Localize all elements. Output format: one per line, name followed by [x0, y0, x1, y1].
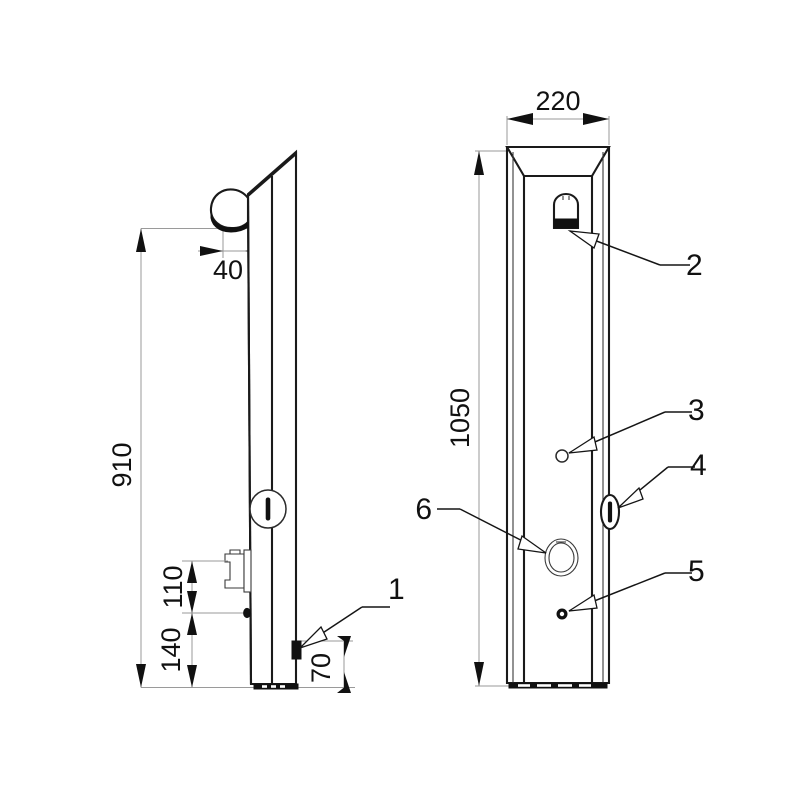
- base-tab: [291, 640, 302, 660]
- front-face-marker: [243, 607, 251, 619]
- callout-5: 5: [568, 555, 705, 612]
- callout-1: 1: [299, 573, 405, 649]
- spout-lip: [210, 213, 249, 233]
- dimension-label-140: 140: [156, 627, 186, 672]
- teardrop: [544, 538, 579, 577]
- dimension-label-110: 110: [158, 565, 188, 608]
- callout-2: 2: [567, 230, 703, 282]
- callout-3: 3: [568, 394, 705, 454]
- callout-label-2: 2: [686, 249, 703, 282]
- bevel-top: [505, 145, 611, 178]
- dimension-depth-70: 70: [306, 636, 351, 693]
- port-hole: [555, 449, 569, 463]
- oval-button: [599, 493, 621, 531]
- dimension-height-110: 110: [158, 561, 197, 613]
- dimension-width-220: 220: [507, 86, 609, 125]
- spout: [209, 188, 250, 233]
- callout-label-5: 5: [688, 555, 705, 588]
- dimension-height-140: 140: [156, 613, 197, 688]
- callout-6: 6: [415, 493, 547, 554]
- side-view: 910 40 110 140 70: [107, 149, 405, 693]
- callout-4: 4: [617, 449, 707, 509]
- drain-hole: [556, 608, 568, 620]
- dimension-label-1050: 1050: [445, 388, 475, 448]
- button-circle: [249, 489, 287, 529]
- front-view-base-feet: [508, 682, 608, 689]
- dimension-label-220: 220: [535, 86, 580, 116]
- side-view-body: [246, 149, 298, 686]
- callout-label-1: 1: [388, 573, 405, 606]
- callout-label-3: 3: [688, 394, 705, 427]
- dimension-label-40: 40: [213, 255, 243, 285]
- front-view: 220 1050: [415, 86, 707, 689]
- inlet-fitting: [182, 549, 252, 593]
- nozzle: [552, 192, 580, 230]
- side-view-base-feet: [253, 683, 299, 690]
- dimension-label-70: 70: [306, 653, 336, 683]
- callout-label-6: 6: [415, 493, 432, 526]
- callout-label-4: 4: [690, 449, 707, 482]
- dimension-label-910: 910: [107, 442, 137, 487]
- dimension-height-1050: 1050: [445, 151, 484, 686]
- dimension-height-910: 910: [107, 228, 146, 688]
